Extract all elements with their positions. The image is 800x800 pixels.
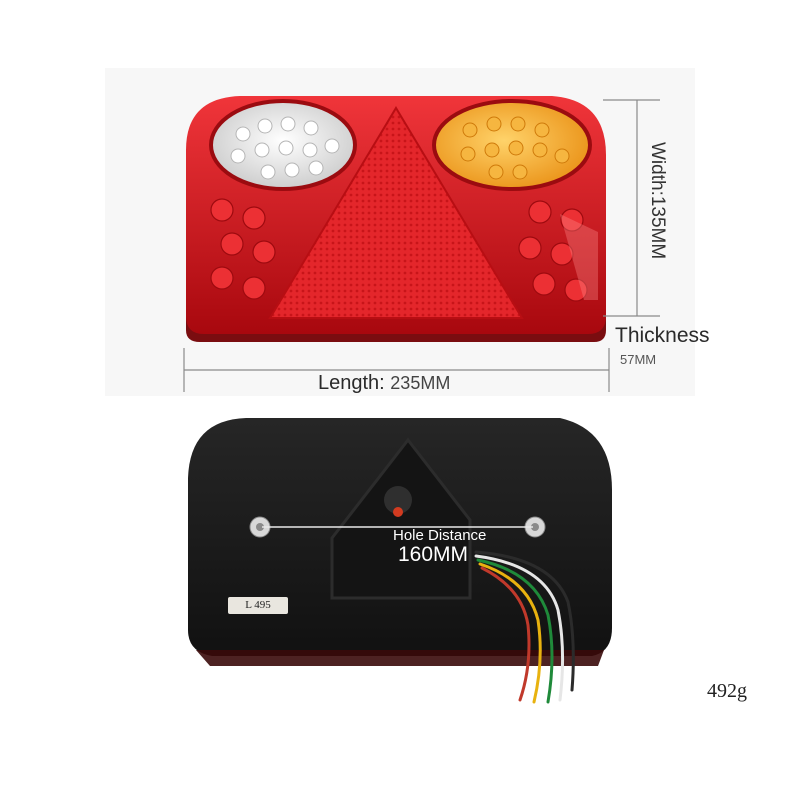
lens-highlight [560,214,598,300]
back-part-tag: L 495 [228,597,288,614]
back-light [188,418,612,704]
hole-distance-label: Hole Distance [393,527,487,544]
wire [478,562,542,704]
hole-distance-value: 160MM [398,543,469,566]
amber-led-cluster [460,116,570,180]
cable-grommet [384,486,412,514]
wire [476,558,554,704]
width-dimension-label: Width:135MM [647,142,668,260]
weight-label: 492g [707,680,747,702]
dimension-lines [183,99,660,392]
thickness-label: Thickness [615,324,710,347]
back-housing-bottom-edge [196,650,604,666]
back-triangle-recess [330,437,472,600]
thickness-value: 57MM [620,352,657,367]
wire-bundle [474,550,575,704]
clear-led-cluster [230,116,340,180]
left-tail-led-cluster [210,198,276,300]
wire-entry [393,507,403,517]
reflector-triangle [268,106,524,319]
wire [474,550,575,692]
wire [474,554,565,702]
right-tail-led-cluster [518,200,588,302]
length-dimension-label: Length: 235MM [318,372,451,394]
wire [480,566,531,702]
front-light [186,96,606,342]
